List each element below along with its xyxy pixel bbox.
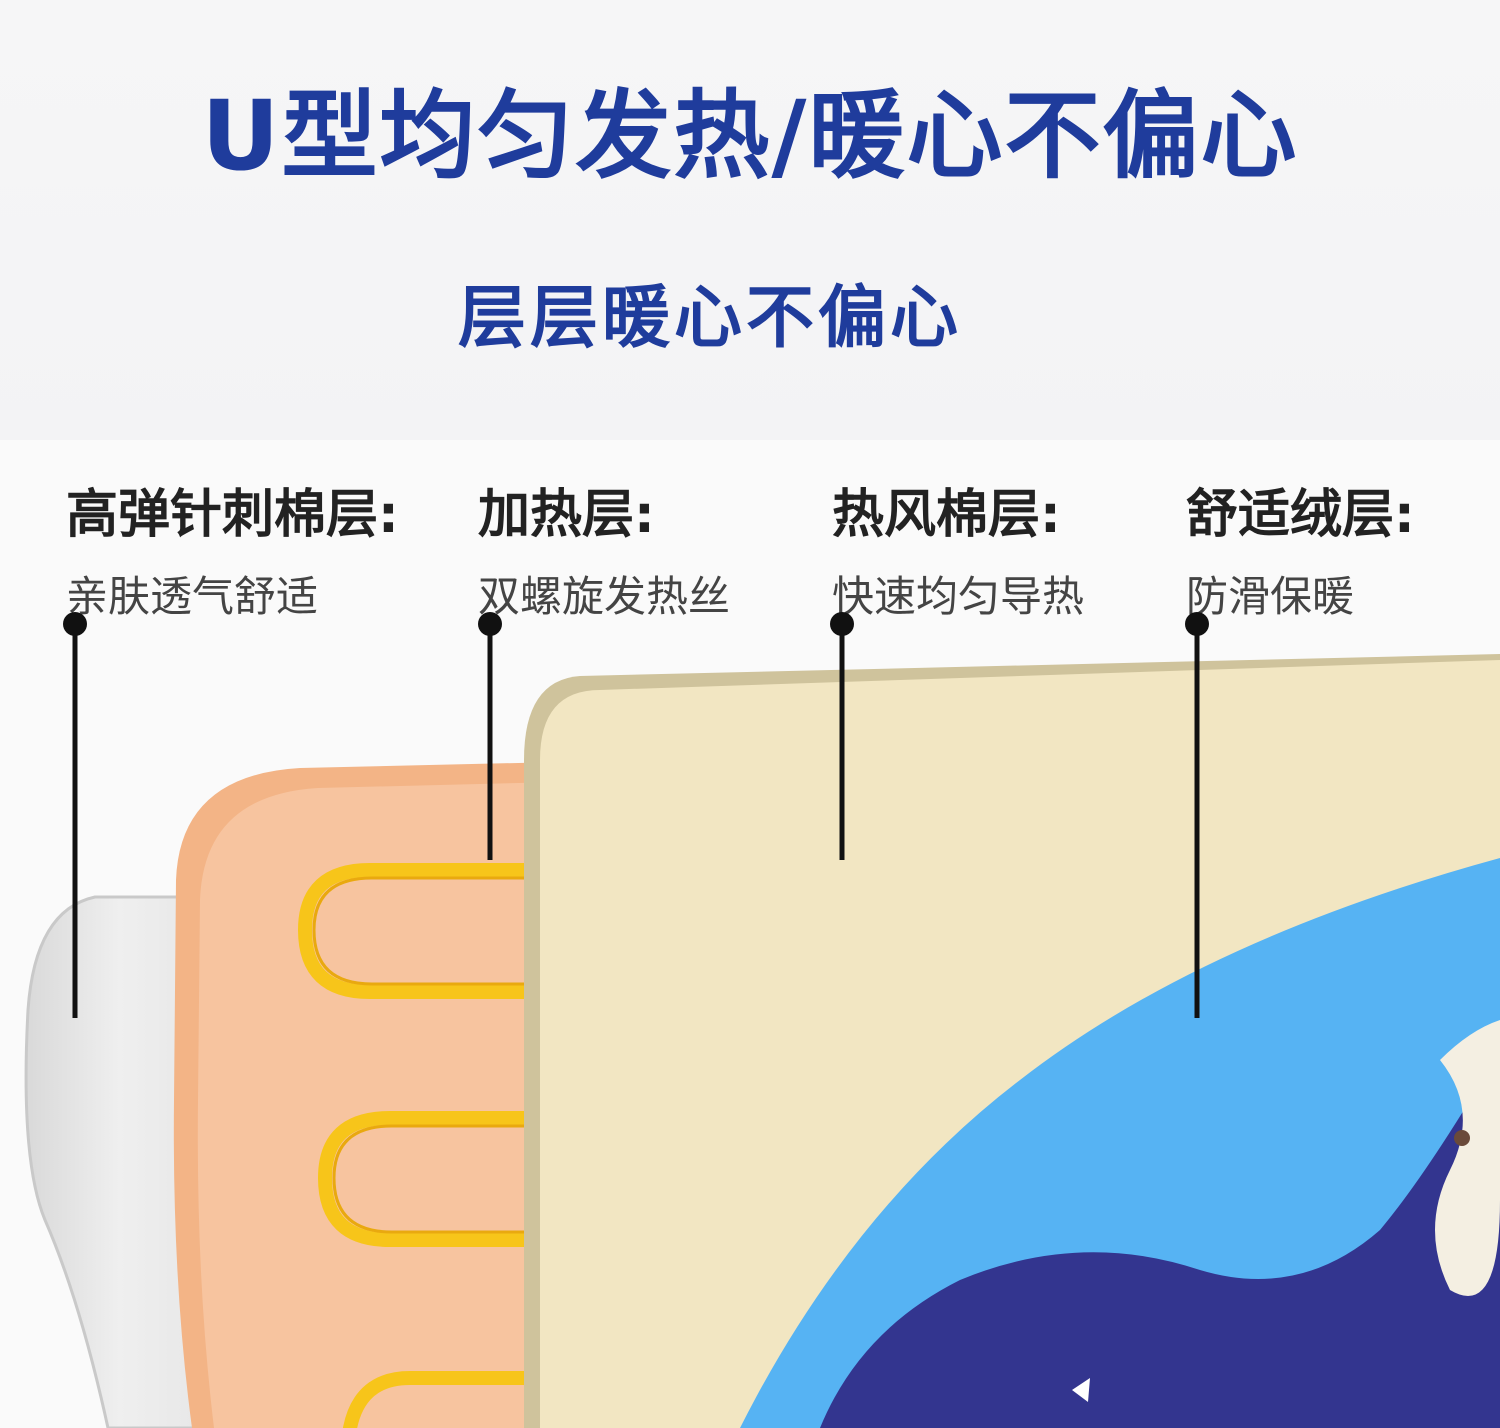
layer-label-heating: 加热层: 双螺旋发热丝 bbox=[478, 472, 730, 624]
callout-needle-cotton bbox=[63, 612, 87, 1018]
layer-label-plush: 舒适绒层: 防滑保暖 bbox=[1186, 472, 1415, 624]
layer-name: 热风棉层: bbox=[832, 485, 1061, 545]
callout-plush bbox=[1185, 612, 1209, 1018]
layer-label-needle-cotton: 高弹针刺棉层: 亲肤透气舒适 bbox=[66, 472, 399, 624]
page-title: U型均匀发热/暖心不偏心 bbox=[201, 80, 1299, 192]
layer-desc: 亲肤透气舒适 bbox=[66, 572, 319, 621]
star-decoration bbox=[1072, 1378, 1090, 1402]
page-subtitle: 层层暖心不偏心 bbox=[457, 279, 962, 358]
layer-desc: 防滑保暖 bbox=[1186, 572, 1355, 621]
layer-name: 加热层: bbox=[478, 485, 655, 545]
layer-desc: 双螺旋发热丝 bbox=[478, 572, 731, 621]
callout-heating bbox=[478, 612, 502, 860]
navy-flannel-layer bbox=[820, 1050, 1500, 1428]
layer-label-hot-air-cotton: 热风棉层: 快速均匀导热 bbox=[832, 472, 1084, 624]
heating-wire bbox=[297, 863, 547, 1428]
callout-hot-air-cotton bbox=[830, 612, 854, 860]
layer-name: 高弹针刺棉层: bbox=[66, 485, 399, 545]
layer-desc: 快速均匀导热 bbox=[832, 572, 1085, 621]
layer-name: 舒适绒层: bbox=[1186, 485, 1415, 545]
layer-illustration bbox=[24, 612, 1500, 1428]
header-background bbox=[0, 0, 1500, 440]
printed-character bbox=[1435, 1020, 1500, 1296]
